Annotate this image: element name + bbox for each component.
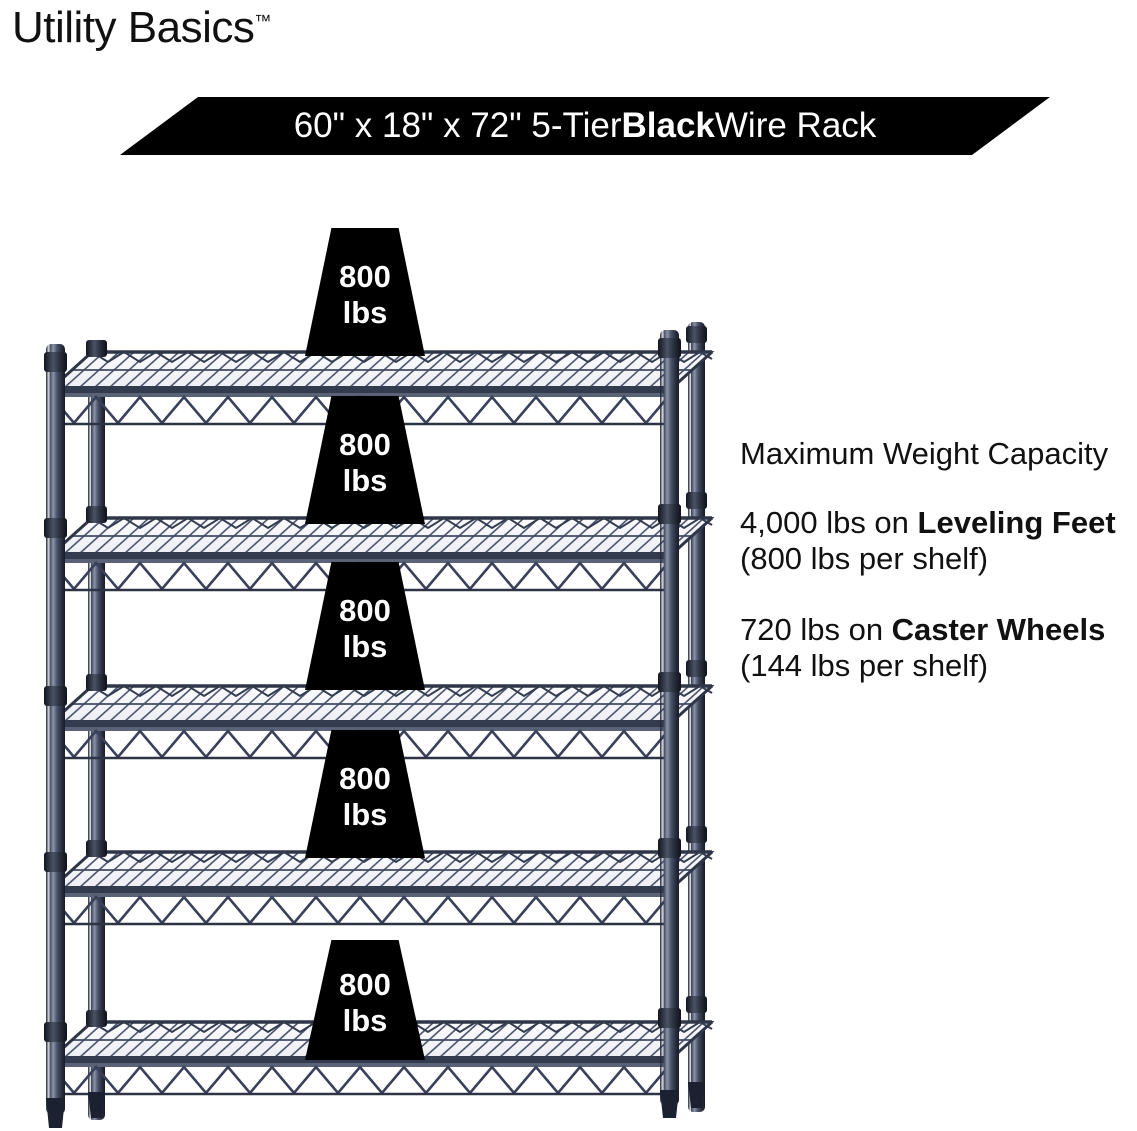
wire-rack-svg: [44, 322, 714, 1128]
shelf-capacity-value-3: 800: [339, 592, 391, 628]
capacity-heading: Maximum Weight Capacity: [740, 436, 1109, 471]
shelf-capacity-unit-2: lbs: [342, 463, 388, 498]
title-banner-text: 60" x 18" x 72" 5-Tier Black Wire Rack: [120, 97, 1050, 155]
shelf-capacity-unit-3: lbs: [342, 629, 388, 664]
brand-name: Utility Basics: [12, 3, 255, 52]
banner-suffix: Wire Rack: [714, 106, 877, 145]
caster-emphasis: Caster Wheels: [891, 611, 1106, 647]
shelf-capacity-value-1: 800: [339, 258, 391, 294]
caster-lead: 720 lbs on: [740, 611, 892, 647]
leveling-emphasis: Leveling Feet: [917, 505, 1116, 541]
shelf-capacity-unit-4: lbs: [342, 797, 388, 832]
wire-rack-illustration: 800 lbs 800 lbs 800 lbs 800 lbs 800 lbs: [44, 228, 714, 1128]
caster-tail: (144 lbs per shelf): [740, 647, 989, 683]
shelf-capacity-unit-5: lbs: [342, 1003, 388, 1038]
banner-emphasis: Black: [621, 106, 715, 145]
leveling-feet: [46, 1082, 705, 1128]
banner-prefix: 60" x 18" x 72" 5-Tier: [293, 106, 622, 145]
shelf-capacity-unit-1: lbs: [342, 295, 388, 330]
brand-wordmark: Utility Basics™: [12, 6, 271, 50]
title-banner: 60" x 18" x 72" 5-Tier Black Wire Rack: [120, 97, 1050, 155]
trademark-icon: ™: [254, 11, 272, 31]
shelf-capacity-value-4: 800: [339, 760, 391, 796]
leveling-lead: 4,000 lbs on: [740, 505, 918, 541]
leveling-tail: (800 lbs per shelf): [740, 541, 989, 577]
capacity-copy-block: Maximum Weight Capacity 4,000 lbs on Lev…: [740, 436, 1130, 718]
post-collars: [44, 326, 707, 1042]
shelf-capacity-value-5: 800: [339, 966, 391, 1002]
caster-wheels-capacity: 720 lbs on Caster Wheels (144 lbs per sh…: [740, 612, 1130, 685]
shelf-tier-4: [50, 850, 714, 926]
leveling-feet-capacity: 4,000 lbs on Leveling Feet (800 lbs per …: [740, 505, 1130, 578]
shelf-capacity-value-2: 800: [339, 426, 391, 462]
